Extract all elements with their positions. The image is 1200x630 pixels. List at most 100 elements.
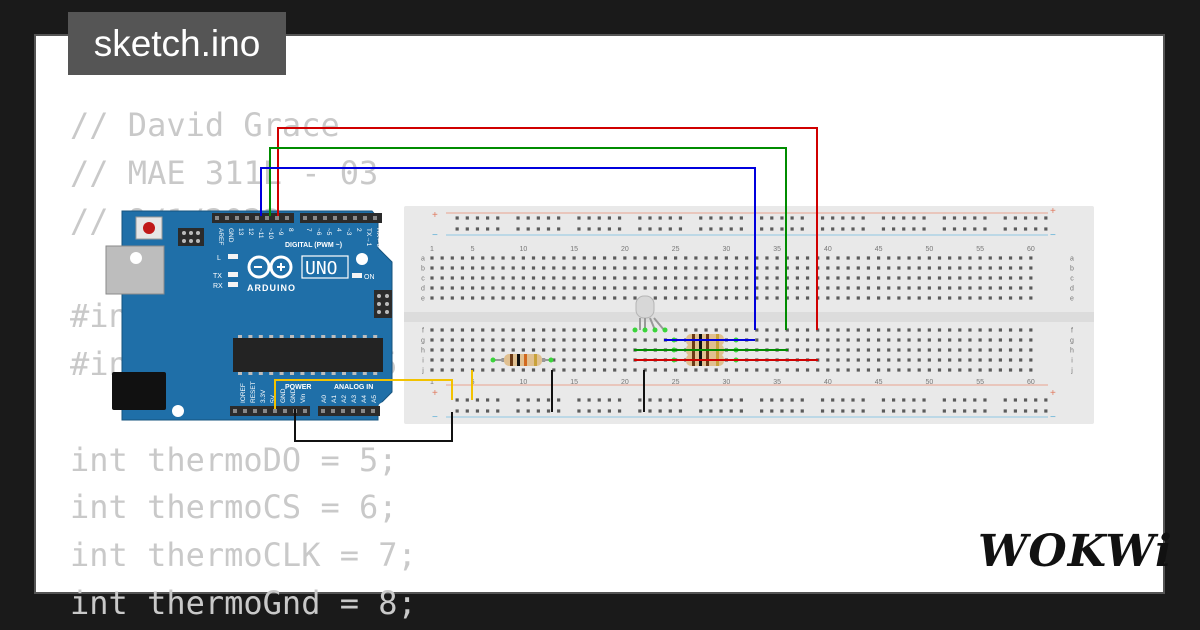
digital-pin-label: TX→1 — [365, 228, 372, 247]
rail-minus-bottom-left: − — [432, 412, 438, 423]
led-l — [228, 254, 238, 259]
column-number: 40 — [824, 246, 832, 253]
usb-port — [105, 245, 165, 295]
icsp-header — [178, 228, 392, 318]
digital-pin-label: 12 — [247, 228, 254, 236]
code-line: // David Grace — [70, 106, 340, 144]
column-number: 45 — [875, 379, 883, 386]
led-on-label: ON — [364, 274, 375, 281]
digital-pin-label: 2 — [355, 228, 362, 232]
led-rx — [228, 282, 238, 287]
row-letter: i — [422, 358, 424, 365]
wires — [260, 127, 818, 442]
uno-box — [301, 255, 349, 279]
led-l-label: L — [217, 255, 221, 262]
digital-pin-label: ~6 — [315, 228, 322, 236]
column-number: 25 — [672, 246, 680, 253]
row-letter: j — [421, 368, 424, 375]
code-line: int thermoGnd = 8; — [70, 583, 417, 622]
row-letter: i — [1071, 358, 1073, 365]
mount-hole — [172, 405, 184, 417]
led-tx-label: TX — [213, 273, 222, 280]
mount-hole — [356, 253, 368, 265]
row-letter: g — [421, 338, 425, 345]
brand-name: ARDUINO — [247, 283, 296, 293]
column-number: 50 — [925, 379, 933, 386]
column-number: 30 — [722, 246, 730, 253]
row-letter: j — [1070, 368, 1073, 375]
digital-pin-label: ~5 — [325, 228, 332, 236]
row-letter: h — [421, 348, 425, 355]
power-pin-label: IOREF — [240, 383, 247, 403]
column-number: 35 — [773, 379, 781, 386]
row-letter: h — [1070, 348, 1074, 355]
row-letter: d — [1070, 286, 1074, 293]
column-number: 5 — [471, 246, 475, 253]
wire-red — [277, 127, 818, 330]
column-number: 1 — [430, 246, 434, 253]
code-line: int thermoDO = 5; — [70, 440, 398, 479]
power-header — [230, 406, 310, 416]
column-number: 20 — [621, 379, 629, 386]
rgb-led — [632, 295, 668, 333]
digital-pin-label: ~9 — [277, 228, 284, 236]
analog-pin-label: A3 — [351, 395, 358, 403]
breadboard: + + − − + + − − 115510101515202025253030… — [404, 206, 1094, 424]
row-letter: e — [421, 296, 425, 303]
digital-pin-label: 8 — [287, 228, 294, 232]
column-number: 25 — [672, 379, 680, 386]
arduino-logo — [247, 255, 293, 279]
led-rx-label: RX — [213, 283, 223, 290]
analog-pin-label: A1 — [331, 395, 338, 403]
column-number: 15 — [570, 246, 578, 253]
led-on — [352, 273, 362, 278]
column-number: 60 — [1027, 379, 1035, 386]
file-tab-sketch[interactable]: sketch.ino — [68, 12, 286, 75]
column-number: 45 — [875, 246, 883, 253]
row-letter: a — [421, 256, 425, 263]
power-jack — [112, 372, 166, 410]
row-letter: d — [421, 286, 425, 293]
wire-yellow-5v — [274, 379, 453, 409]
wire-green — [269, 147, 787, 330]
power-pin-label: GND — [280, 388, 287, 403]
wire-black-gnd — [294, 409, 453, 442]
digital-header — [212, 213, 294, 223]
row-letter: a — [1070, 256, 1074, 263]
analog-pin-label: A5 — [371, 395, 378, 403]
row-letter: c — [1070, 276, 1074, 283]
row-letter: f — [1071, 328, 1073, 335]
column-number: 1 — [430, 379, 434, 386]
reset-button-cap[interactable] — [143, 222, 155, 234]
resistor-left — [490, 354, 554, 366]
column-number: 40 — [824, 379, 832, 386]
digital-pin-label: ~10 — [267, 228, 274, 239]
mount-hole — [378, 402, 390, 414]
wokwi-logo-text: WOKWi — [978, 526, 1173, 577]
bottom-pin-holes — [233, 409, 375, 413]
column-number: 30 — [722, 379, 730, 386]
row-letter: e — [1070, 296, 1074, 303]
digital-pin-label: ~11 — [257, 228, 264, 239]
digital-pin-label: RX←0 — [375, 228, 382, 248]
digital-pin-label: GND — [227, 228, 234, 243]
analog-in-label: ANALOG IN — [334, 384, 373, 391]
power-pin-label: 3.3V — [260, 389, 267, 403]
digital-header-label: DIGITAL (PWM ~) — [285, 242, 342, 249]
board-name: UNO — [305, 258, 338, 279]
code-line: int thermoCLK = 7; — [70, 536, 417, 575]
led-tx — [228, 272, 238, 277]
column-number: 55 — [976, 246, 984, 253]
rail-plus-bottom-left: + — [432, 388, 438, 399]
rail-plus-top-right: + — [1050, 206, 1056, 217]
row-letter: c — [421, 276, 425, 283]
column-number: 60 — [1027, 246, 1035, 253]
column-number: 10 — [519, 379, 527, 386]
rail-minus-bottom-right: − — [1050, 412, 1056, 423]
microcontroller-chip — [233, 335, 383, 375]
digital-pin-label: AREF — [217, 228, 224, 245]
power-pin-label: RESET — [250, 381, 257, 403]
